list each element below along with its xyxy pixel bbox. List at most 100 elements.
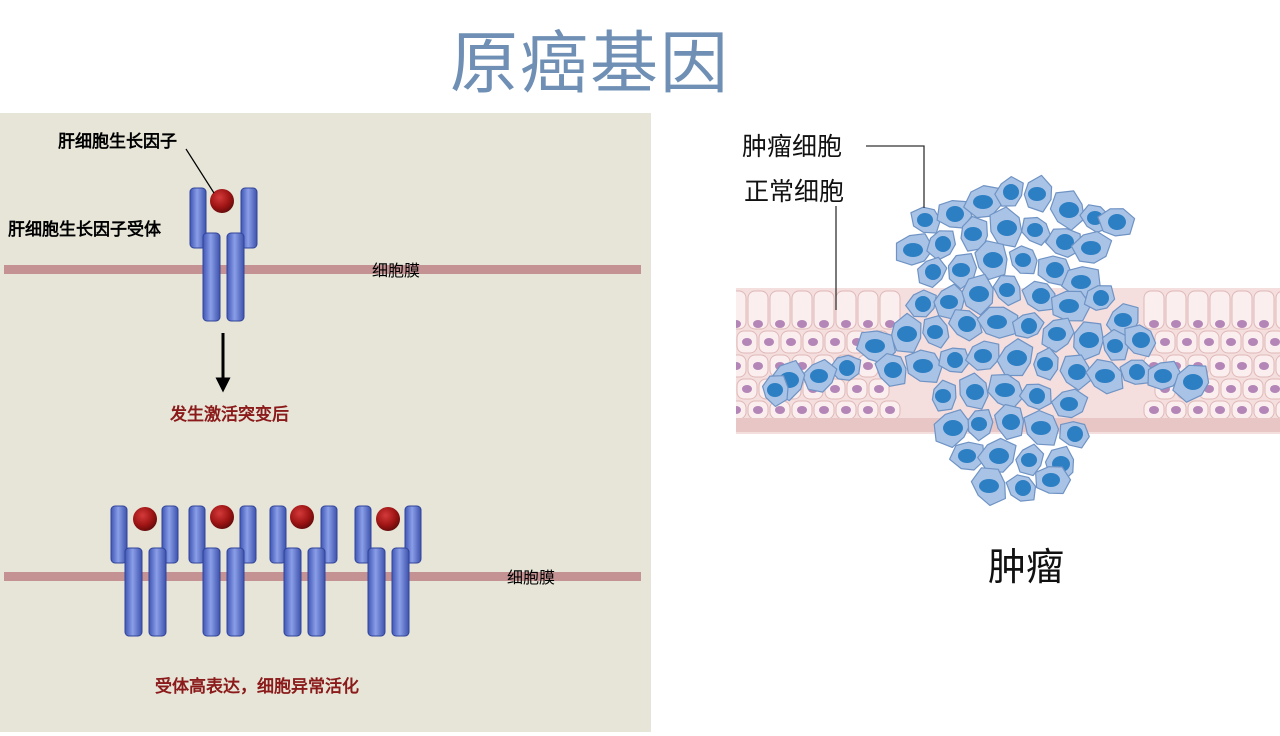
- tumor-cell-nucleus: [973, 195, 993, 209]
- tumor-cell-nucleus: [1068, 364, 1086, 380]
- normal-cell: [1275, 355, 1280, 377]
- normal-cell-nucleus: [1259, 320, 1269, 328]
- tumor-cell-nucleus: [1021, 453, 1037, 467]
- tumor-cell-nucleus: [1093, 290, 1109, 306]
- normal-cell: [1231, 290, 1253, 330]
- tumor-cells-pointer: [866, 145, 925, 208]
- tumor-illustration: 肿瘤细胞 正常细胞 肿瘤: [725, 132, 1280, 589]
- normal-cell-nucleus: [753, 320, 763, 328]
- normal-cell-nucleus: [1215, 320, 1225, 328]
- normal-cell-nucleus: [1182, 338, 1192, 346]
- tumor-cell-nucleus: [989, 448, 1009, 464]
- tumor-cell-nucleus: [915, 296, 931, 312]
- tumor-cell-nucleus: [1029, 388, 1045, 404]
- normal-cell-nucleus: [1193, 406, 1203, 414]
- normal-cell-nucleus: [753, 362, 763, 370]
- normal-cell-nucleus: [1160, 338, 1170, 346]
- tumor-cell-nucleus: [1081, 241, 1101, 255]
- normal-cell-nucleus: [1259, 362, 1269, 370]
- tumor-cell-nucleus: [997, 220, 1017, 236]
- hgf-ligand: [210, 505, 234, 529]
- normal-cells-label: 正常细胞: [744, 177, 844, 206]
- tumor-cell-nucleus: [987, 315, 1007, 329]
- tumor-cell-nucleus: [1095, 369, 1115, 383]
- tumor-cell-nucleus: [969, 286, 989, 302]
- receptor-label: 肝细胞生长因子受体: [8, 219, 162, 240]
- tumor-cell-nucleus: [979, 479, 999, 493]
- hgf-ligand: [210, 189, 234, 213]
- normal-cell-nucleus: [775, 320, 785, 328]
- normal-cell-nucleus: [841, 406, 851, 414]
- normal-cell-nucleus: [753, 406, 763, 414]
- tumor-cell-nucleus: [1079, 332, 1099, 348]
- tumor-cell-nucleus: [935, 236, 951, 252]
- tumor-cell-nucleus: [940, 295, 958, 309]
- tumor-cell-nucleus: [995, 383, 1015, 397]
- normal-cell-nucleus: [819, 320, 829, 328]
- receptor-diagram: 肝细胞生长因子 肝细胞生长因子受体 细胞膜 发生激活突变后 细胞膜: [4, 131, 641, 697]
- normal-cell-nucleus: [885, 320, 895, 328]
- tumor-cell-nucleus: [1107, 339, 1123, 353]
- normal-cell-nucleus: [1270, 385, 1280, 393]
- normal-cell-nucleus: [1204, 338, 1214, 346]
- mutation-label: 发生激活突变后: [169, 404, 289, 425]
- normal-cell: [1275, 291, 1280, 329]
- tumor-cell-nucleus: [1007, 350, 1027, 366]
- tumor-cell-nucleus: [1002, 414, 1020, 430]
- receptor-group-3: [269, 505, 338, 637]
- normal-cell: [1253, 290, 1275, 330]
- tumor-cell-nucleus: [810, 369, 828, 383]
- normal-cell-nucleus: [819, 406, 829, 414]
- normal-cell-nucleus: [1149, 406, 1159, 414]
- tumor-cell-nucleus: [1108, 214, 1126, 230]
- tumor-cell-nucleus: [943, 420, 963, 436]
- tumor-cell-nucleus: [1154, 369, 1172, 383]
- membrane-label-top: 细胞膜: [372, 261, 420, 280]
- normal-cell: [1143, 290, 1165, 330]
- cell-membrane-top: [4, 265, 641, 274]
- tumor-cell-nucleus: [1031, 421, 1051, 435]
- normal-cell-nucleus: [863, 362, 873, 370]
- tumor-caption: 肿瘤: [988, 545, 1064, 589]
- tumor-cell-nucleus: [971, 417, 987, 431]
- tumor-mass: [762, 174, 1210, 506]
- receptor-single: [189, 187, 258, 322]
- normal-cell-nucleus: [742, 385, 752, 393]
- tumor-cell-nucleus: [947, 352, 963, 368]
- tumor-cell-nucleus: [1028, 187, 1046, 201]
- tumor-cell-nucleus: [1048, 327, 1066, 341]
- tumor-cell-nucleus: [767, 383, 783, 397]
- normal-cell: [1209, 290, 1231, 330]
- tumor-cell-nucleus: [1003, 184, 1019, 200]
- normal-cell: [769, 290, 791, 330]
- receptor-group-2: [188, 505, 257, 637]
- normal-cell: [879, 290, 901, 330]
- tumor-cell-nucleus: [974, 349, 992, 363]
- normal-cell-nucleus: [775, 406, 785, 414]
- receptor-group-4: [354, 505, 422, 637]
- normal-cell-nucleus: [1193, 320, 1203, 328]
- normal-cell: [857, 290, 879, 330]
- normal-cell-nucleus: [1248, 385, 1258, 393]
- tumor-cell-nucleus: [1071, 275, 1091, 289]
- membrane-label-bottom: 细胞膜: [507, 568, 555, 587]
- normal-cell-nucleus: [1215, 406, 1225, 414]
- tumor-cell-nucleus: [903, 243, 923, 257]
- tumor-cell-nucleus: [1059, 202, 1079, 218]
- tumor-cell-nucleus: [1114, 313, 1132, 327]
- normal-cell-nucleus: [797, 406, 807, 414]
- hgf-ligand: [290, 505, 314, 529]
- tumor-cell-nucleus: [865, 339, 885, 353]
- normal-cell-nucleus: [1237, 406, 1247, 414]
- tumor-cell-nucleus: [1042, 473, 1060, 487]
- tumor-cell-nucleus: [1067, 426, 1083, 442]
- tumor-cell-nucleus: [958, 449, 976, 463]
- normal-cell-nucleus: [808, 338, 818, 346]
- normal-cell-nucleus: [1215, 362, 1225, 370]
- normal-cell-nucleus: [742, 338, 752, 346]
- tumor-cell-nucleus: [952, 263, 970, 277]
- normal-cell-nucleus: [874, 385, 884, 393]
- normal-cell-nucleus: [830, 338, 840, 346]
- normal-cell-nucleus: [841, 320, 851, 328]
- tumor-cell-nucleus: [913, 359, 933, 373]
